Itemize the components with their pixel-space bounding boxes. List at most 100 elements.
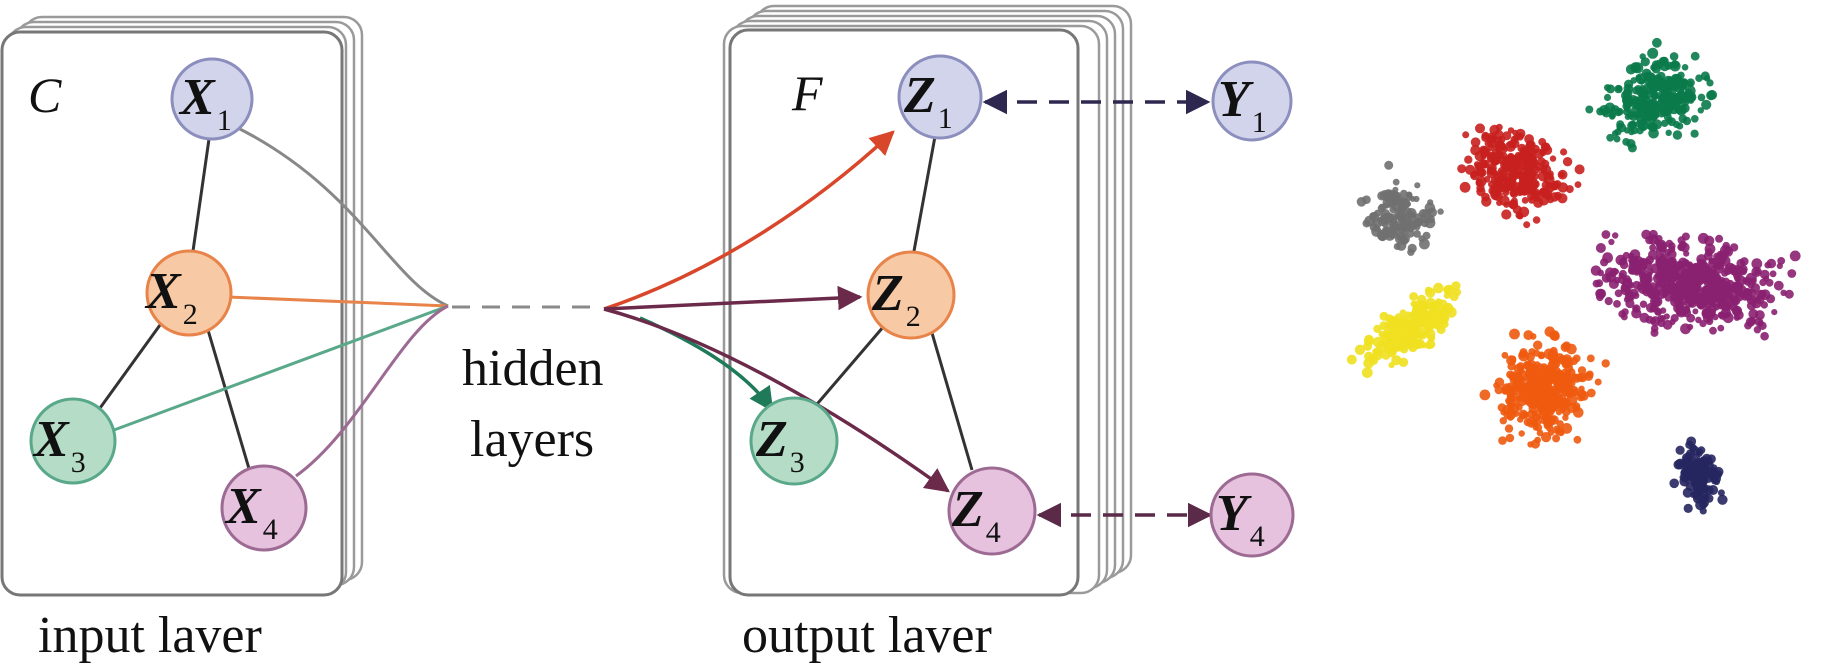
scatter-point-navy bbox=[1685, 440, 1694, 449]
scatter-point-purple bbox=[1592, 279, 1601, 288]
scatter-point-navy bbox=[1717, 489, 1725, 497]
scatter-point-purple bbox=[1709, 301, 1716, 308]
scatter-point-orange bbox=[1525, 352, 1535, 362]
scatter-point-green bbox=[1672, 120, 1681, 129]
scatter-point-gray bbox=[1362, 195, 1371, 204]
scatter-point-gray bbox=[1413, 195, 1420, 203]
scatter-point-orange bbox=[1536, 429, 1544, 437]
scatter-point-purple bbox=[1784, 289, 1794, 299]
scatter-point-red bbox=[1508, 199, 1519, 210]
scatter-point-red bbox=[1541, 180, 1551, 190]
svg-text:Z2: Z2 bbox=[871, 265, 921, 333]
scatter-point-green bbox=[1622, 88, 1633, 98]
scatter-point-yellow bbox=[1375, 343, 1385, 354]
scatter-point-navy bbox=[1695, 499, 1706, 511]
scatter-point-green bbox=[1681, 64, 1689, 71]
scatter-point-green bbox=[1652, 37, 1662, 48]
scatter-point-orange bbox=[1533, 340, 1543, 350]
scatter-point-navy bbox=[1708, 485, 1719, 495]
scatter-point-yellow bbox=[1367, 354, 1377, 363]
scatter-point-green bbox=[1638, 86, 1649, 98]
scatter-point-green bbox=[1626, 111, 1635, 119]
scatter-point-purple bbox=[1595, 288, 1605, 299]
scatter-point-orange bbox=[1552, 425, 1561, 434]
scatter-point-purple bbox=[1612, 232, 1619, 239]
scatter-point-yellow bbox=[1388, 316, 1398, 326]
node-z3: Z3 bbox=[749, 396, 839, 486]
scatter-point-red bbox=[1500, 152, 1508, 160]
scatter-point-green bbox=[1650, 85, 1657, 92]
scatter-point-yellow bbox=[1409, 339, 1416, 346]
scatter-point-purple bbox=[1677, 236, 1686, 245]
scatter-point-red bbox=[1562, 157, 1573, 167]
svg-text:X3: X3 bbox=[32, 411, 86, 479]
scatter-point-red bbox=[1494, 136, 1503, 146]
scatter-point-orange bbox=[1551, 374, 1563, 386]
scatter-point-red bbox=[1475, 123, 1485, 134]
scatter-point-gray bbox=[1420, 219, 1429, 228]
scatter-point-red bbox=[1519, 153, 1529, 163]
scatter-point-orange bbox=[1497, 403, 1507, 412]
scatter-point-gray bbox=[1392, 178, 1400, 186]
scatter-point-green bbox=[1637, 120, 1649, 131]
scatter-point-purple bbox=[1705, 274, 1716, 285]
scatter-point-navy bbox=[1683, 503, 1693, 513]
scatter-point-purple bbox=[1717, 297, 1729, 309]
scatter-point-purple bbox=[1692, 272, 1699, 280]
scatter-point-red bbox=[1490, 176, 1499, 185]
scatter-point-purple bbox=[1769, 270, 1777, 278]
node-x2: X2 bbox=[144, 249, 233, 337]
scatter-point-purple bbox=[1742, 277, 1749, 284]
scatter-point-purple bbox=[1625, 298, 1635, 309]
scatter-point-orange bbox=[1523, 330, 1534, 341]
scatter-point-orange bbox=[1528, 372, 1537, 381]
scatter-point-purple bbox=[1759, 278, 1767, 287]
scatter-point-orange bbox=[1532, 424, 1539, 431]
scatter-point-gray bbox=[1399, 201, 1407, 209]
scatter-point-orange bbox=[1522, 385, 1533, 395]
scatter-point-green bbox=[1650, 63, 1658, 72]
scatter-point-green bbox=[1614, 128, 1622, 136]
scatter-point-gray bbox=[1391, 203, 1400, 211]
scatter-point-purple bbox=[1654, 238, 1661, 245]
scatter-point-purple bbox=[1789, 250, 1801, 262]
scatter-point-gray bbox=[1400, 189, 1408, 198]
scatter-point-red bbox=[1480, 146, 1491, 158]
scatter-point-purple bbox=[1746, 297, 1754, 305]
scatter-point-purple bbox=[1690, 284, 1700, 294]
node-y4: Y4 bbox=[1209, 472, 1295, 558]
scatter-point-green bbox=[1669, 85, 1678, 94]
scatter-point-red bbox=[1486, 153, 1496, 163]
edge-x1-hidden bbox=[237, 126, 449, 308]
scatter-point-red bbox=[1523, 221, 1531, 229]
output-card-letter: F bbox=[791, 65, 823, 121]
scatter-point-purple bbox=[1758, 290, 1767, 299]
node-z1: Z1 bbox=[897, 54, 983, 140]
scatter-point-red bbox=[1560, 148, 1568, 156]
scatter-point-orange bbox=[1506, 410, 1516, 420]
scatter-point-green bbox=[1690, 51, 1700, 61]
scatter-point-green bbox=[1669, 52, 1679, 61]
edge-x3-hidden bbox=[113, 304, 449, 432]
scatter-point-yellow bbox=[1409, 316, 1421, 328]
scatter-point-purple bbox=[1717, 324, 1725, 332]
scatter-point-gray bbox=[1401, 207, 1413, 218]
scatter-point-red bbox=[1476, 187, 1486, 197]
scatter-point-red bbox=[1487, 139, 1497, 148]
scatter-point-orange bbox=[1586, 354, 1595, 363]
scatter-point-purple bbox=[1765, 278, 1774, 287]
scatter-point-green bbox=[1674, 105, 1683, 114]
scatter-point-orange bbox=[1586, 388, 1596, 398]
scatter-point-orange bbox=[1561, 354, 1573, 365]
scatter-point-orange bbox=[1535, 391, 1544, 400]
arrow-hidden-z2 bbox=[603, 285, 863, 311]
scatter-point-purple bbox=[1633, 255, 1644, 266]
scatter-point-red bbox=[1557, 182, 1569, 193]
scatter-point-orange bbox=[1549, 346, 1558, 355]
scatter-point-orange bbox=[1509, 328, 1520, 340]
scatter-point-green bbox=[1622, 138, 1631, 146]
scatter-point-orange bbox=[1505, 397, 1513, 405]
scatter-point-green bbox=[1678, 82, 1687, 91]
scatter-point-purple bbox=[1687, 298, 1697, 308]
scatter-point-purple bbox=[1639, 300, 1648, 308]
